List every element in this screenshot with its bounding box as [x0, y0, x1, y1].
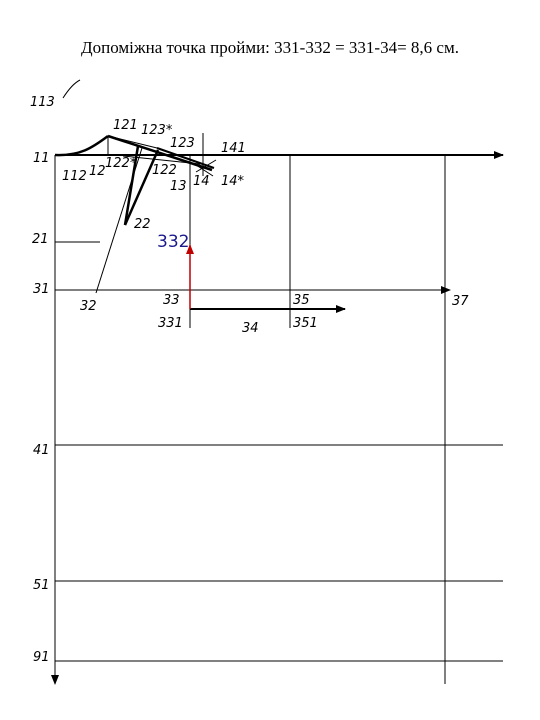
- label-32: 32: [80, 299, 97, 314]
- label-13: 13: [170, 179, 187, 194]
- label-112: 112: [62, 169, 87, 184]
- label-332: 332: [157, 232, 189, 252]
- label-122-star: 122*: [105, 156, 137, 171]
- label-12: 12: [89, 164, 106, 179]
- label-351: 351: [293, 316, 318, 331]
- label-35: 35: [293, 293, 310, 308]
- neckline-curve: [54, 134, 109, 157]
- label-331: 331: [158, 316, 183, 331]
- mark-14b: [195, 159, 217, 173]
- label-11: 11: [33, 151, 50, 166]
- label-14-star: 14*: [221, 174, 245, 189]
- label-37: 37: [452, 294, 469, 309]
- label-123: 123: [170, 136, 195, 151]
- label-91: 91: [33, 650, 50, 665]
- page-title: Допоміжна точка пройми: 331-332 = 331-34…: [81, 38, 459, 57]
- dart-line-left: [123, 145, 140, 226]
- diagonal-22-32: [95, 147, 143, 294]
- label-123-star: 123*: [141, 123, 173, 138]
- label-22: 22: [134, 217, 151, 232]
- label-113: 113: [30, 95, 55, 110]
- label-14: 14: [193, 174, 210, 189]
- curve-113: [62, 79, 81, 99]
- shoulder-line-123-14s: [156, 147, 215, 169]
- mark-14a: [192, 162, 214, 177]
- label-34: 34: [242, 321, 259, 336]
- label-122: 122: [152, 163, 177, 178]
- label-121: 121: [113, 118, 138, 133]
- label-33: 33: [163, 293, 180, 308]
- label-41: 41: [33, 443, 50, 458]
- label-51: 51: [33, 578, 50, 593]
- shoulder-line-121-123s: [107, 135, 158, 149]
- label-31: 31: [33, 282, 50, 297]
- label-21: 21: [32, 232, 49, 247]
- label-141: 141: [221, 141, 246, 156]
- dart-line-right: [123, 149, 160, 226]
